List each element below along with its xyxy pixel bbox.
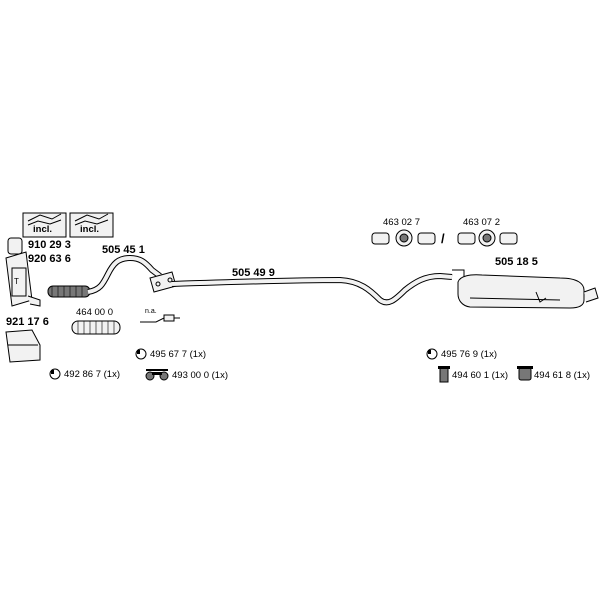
part-number-505451[interactable]: 505 45 1 (102, 244, 145, 256)
clamp-icon-495769[interactable] (426, 348, 438, 360)
part-number-495769[interactable]: 495 76 9 (1x) (441, 349, 497, 360)
part-number-493000[interactable]: 493 00 0 (1x) (172, 370, 228, 381)
rubber-mount-icon-494601[interactable] (438, 366, 450, 383)
part-number-463072[interactable]: 463 07 2 (463, 217, 500, 228)
part-number-505499[interactable]: 505 49 9 (232, 267, 275, 279)
clamp-set-463027[interactable] (371, 229, 436, 247)
clamp-set-463072[interactable] (457, 229, 518, 247)
part-number-494618[interactable]: 494 61 8 (1x) (534, 370, 590, 381)
filter-lower-section[interactable] (5, 329, 41, 363)
part-number-464000[interactable]: 464 00 0 (76, 307, 113, 318)
kit-incl-label-1: incl. (33, 224, 53, 235)
rubber-mount-icon-494618[interactable] (517, 366, 533, 381)
part-number-495677[interactable]: 495 67 7 (1x) (150, 349, 206, 360)
flex-pipe[interactable] (47, 285, 91, 298)
not-available-label: n.a. (145, 308, 157, 315)
front-pipe[interactable] (87, 254, 162, 295)
part-number-494601[interactable]: 494 60 1 (1x) (452, 370, 508, 381)
repair-sleeve[interactable] (71, 320, 121, 335)
mounting-kit-box-1[interactable] (22, 212, 67, 238)
part-number-463027[interactable]: 463 02 7 (383, 217, 420, 228)
part-number-921176[interactable]: 921 17 6 (6, 316, 49, 328)
catalytic-converter[interactable]: T (5, 237, 41, 307)
part-number-920636[interactable]: 920 63 6 (28, 253, 71, 265)
svg-text:T: T (14, 277, 19, 286)
kit-incl-label-2: incl. (80, 224, 100, 235)
part-number-910293[interactable]: 910 29 3 (28, 239, 71, 251)
alternative-slash: / (441, 231, 445, 246)
clamp-icon-495677[interactable] (135, 348, 147, 360)
part-number-492867[interactable]: 492 86 7 (1x) (64, 369, 120, 380)
part-number-505185[interactable]: 505 18 5 (495, 256, 538, 268)
rear-silencer[interactable] (452, 269, 599, 309)
lambda-sensor[interactable] (140, 314, 180, 323)
middle-pipe[interactable] (171, 272, 453, 306)
clamp-icon-492867[interactable] (49, 368, 61, 380)
mounting-kit-box-2[interactable] (69, 212, 114, 238)
rubber-mount-icon-493000[interactable] (145, 369, 169, 381)
